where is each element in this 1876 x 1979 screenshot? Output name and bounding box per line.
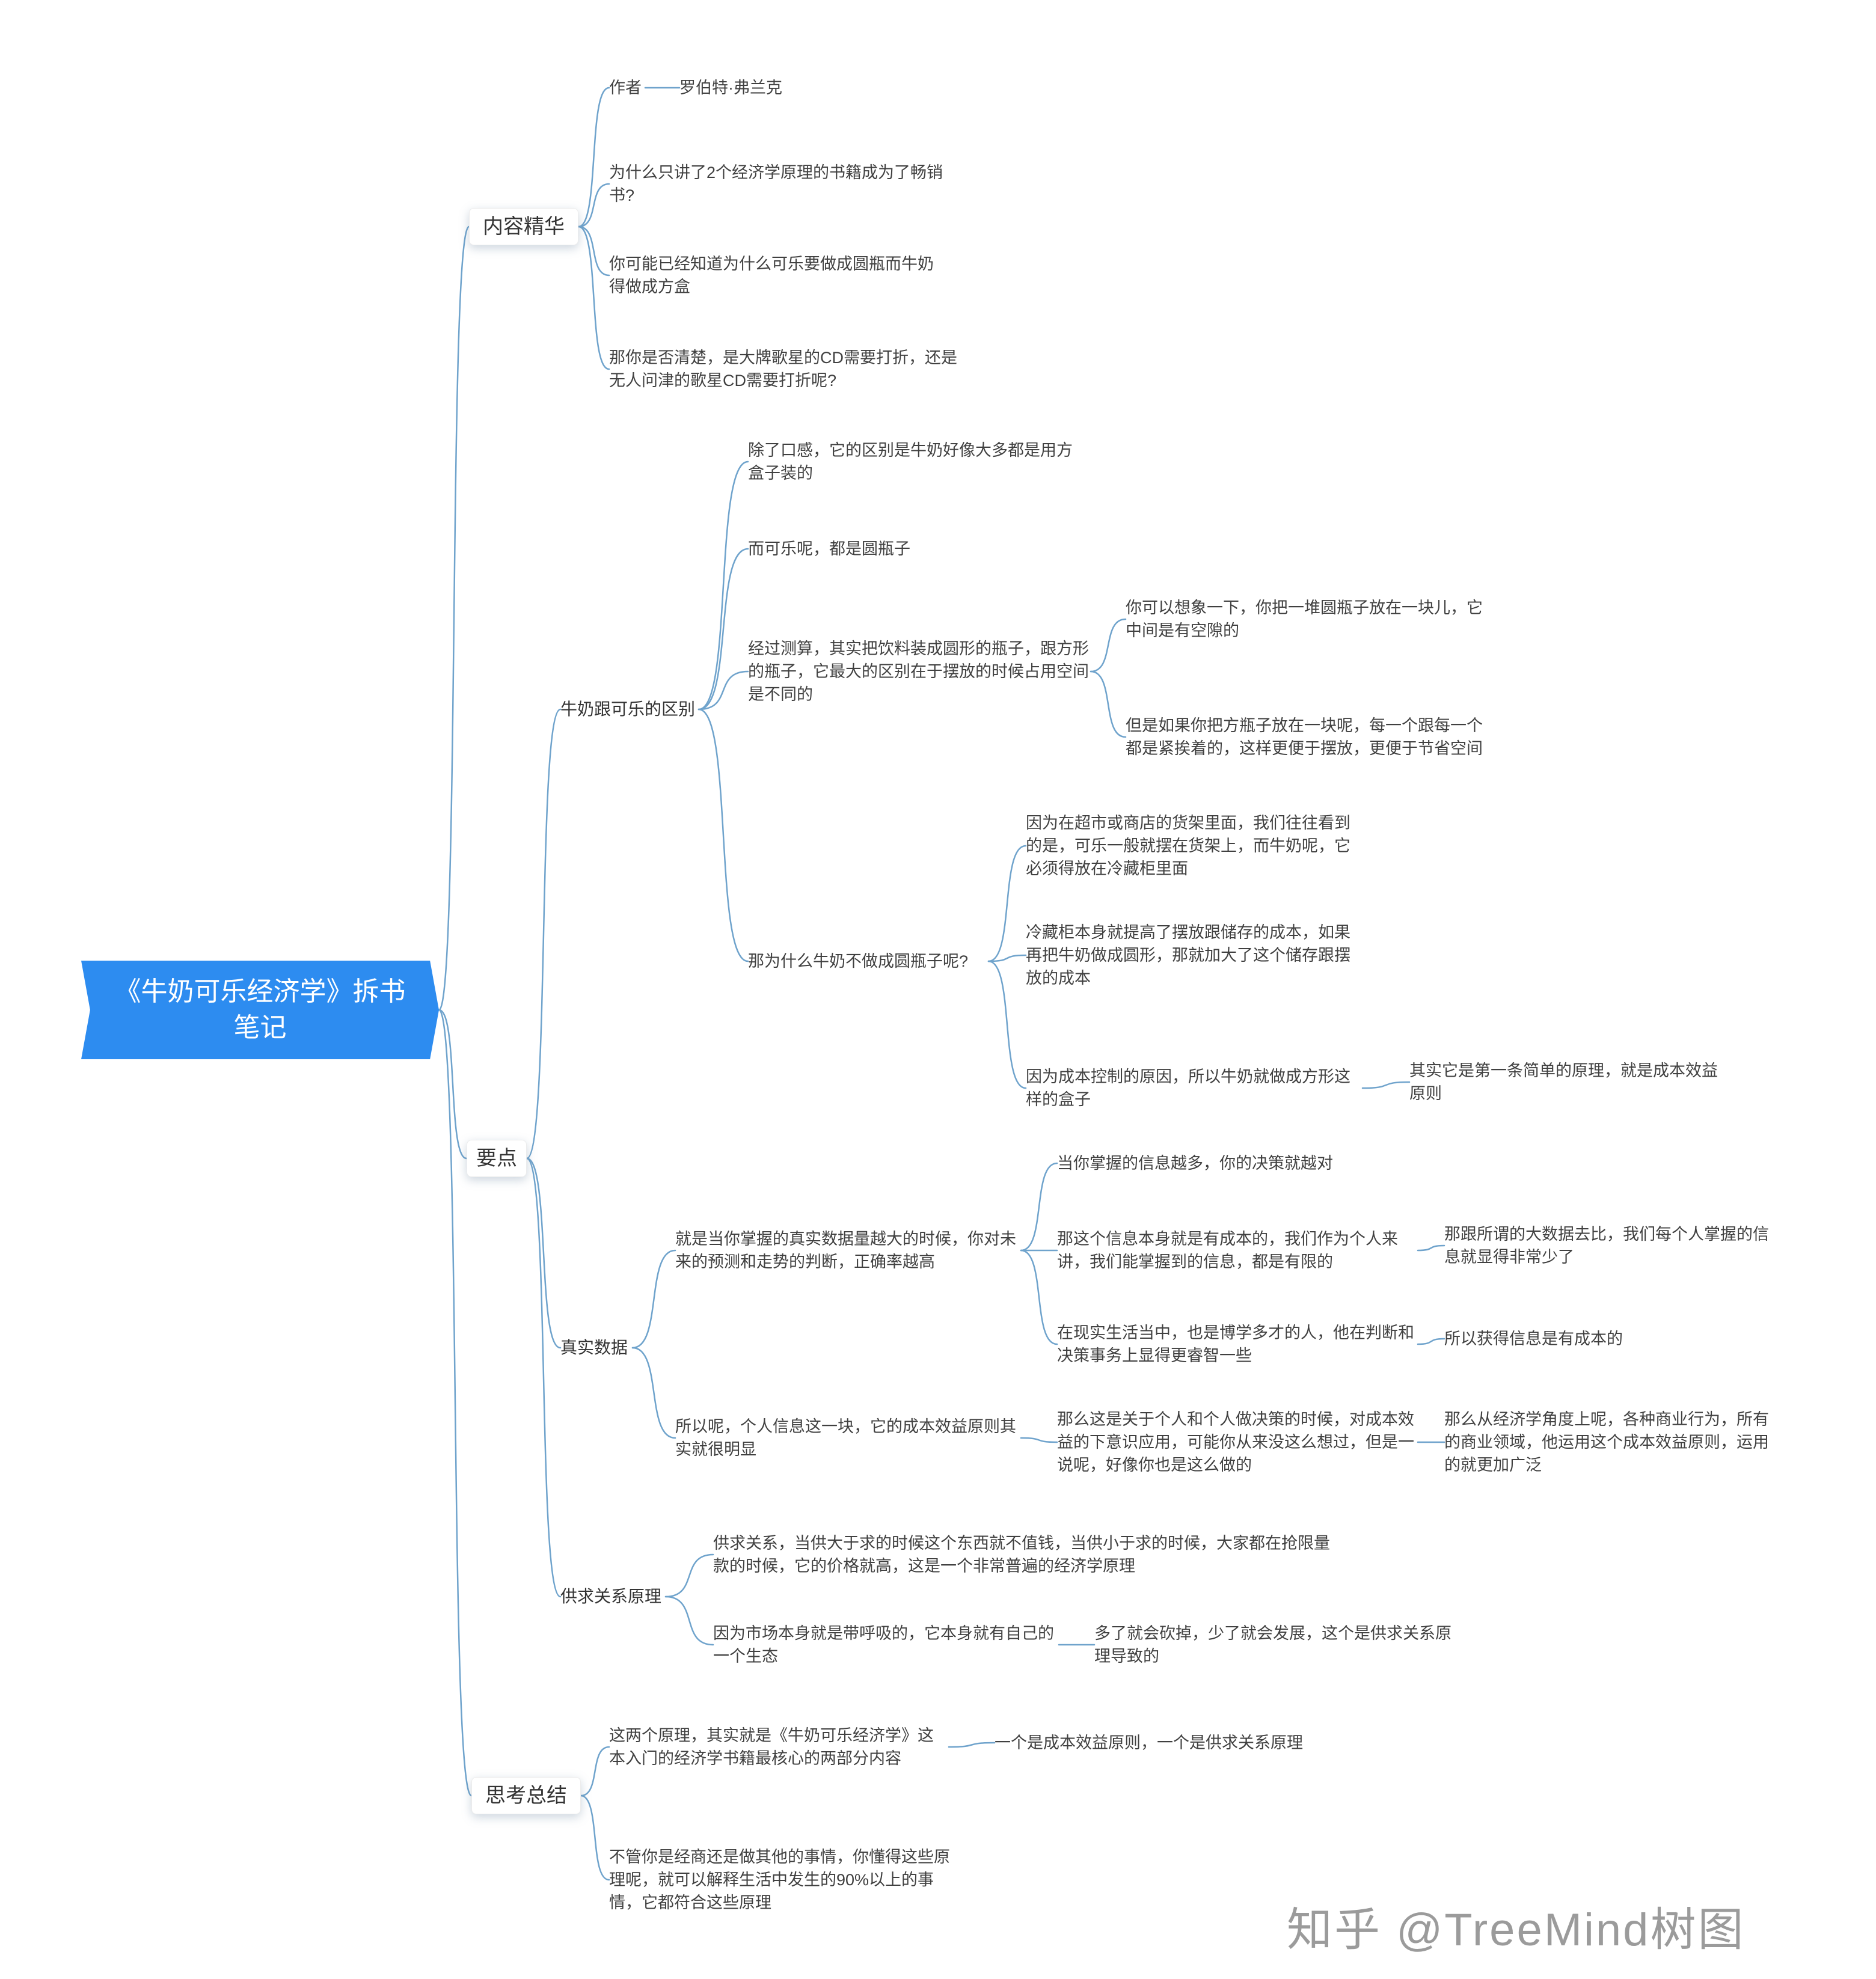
mindmap-node[interactable]: 所以呢，个人信息这一块，它的成本效益原则其实就很明显 (675, 1418, 1016, 1458)
mindmap-node[interactable]: 一个是成本效益原则，一个是供求关系原理 (995, 1734, 1303, 1752)
mindmap-node[interactable]: 供求关系，当供大于求的时候这个东西就不值钱，当供小于求的时候，大家都在抢限量款的… (713, 1534, 1330, 1575)
watermark: 知乎 @TreeMind树图 (1287, 1904, 1746, 1956)
mindmap-node[interactable]: 因为在超市或商店的货架里面，我们往往看到的是，可乐一般就摆在货架上，而牛奶呢，它… (1026, 814, 1350, 878)
mindmap-node[interactable]: 那么从经济学角度上呢，各种商业行为，所有的商业领域，他运用这个成本效益原则，运用… (1444, 1410, 1769, 1474)
branch-node-reflection-summary[interactable]: 思考总结 (471, 1777, 581, 1814)
mindmap-node[interactable]: 供求关系原理 (560, 1587, 662, 1606)
mindmap-node[interactable]: 真实数据 (560, 1338, 628, 1357)
mindmap-node[interactable]: 当你掌握的信息越多，你的决策就越对 (1057, 1154, 1333, 1172)
mindmap-node[interactable]: 那你是否清楚，是大牌歌星的CD需要打折，还是无人问津的歌星CD需要打折呢? (609, 349, 957, 390)
mindmap-node[interactable]: 作者 (609, 79, 642, 97)
mindmap-node[interactable]: 而可乐呢，都是圆瓶子 (748, 540, 910, 558)
mindmap-node[interactable]: 这两个原理，其实就是《牛奶可乐经济学》这本入门的经济学书籍最核心的两部分内容 (609, 1727, 934, 1767)
mindmap-node[interactable]: 牛奶跟可乐的区别 (560, 700, 696, 718)
branch-node-key-points[interactable]: 要点 (467, 1140, 527, 1177)
mindmap-node[interactable]: 罗伯特·弗兰克 (679, 79, 782, 97)
mindmap-node[interactable]: 因为成本控制的原因，所以牛奶就做成方形这样的盒子 (1026, 1068, 1350, 1109)
mindmap-node[interactable]: 但是如果你把方瓶子放在一块呢，每一个跟每一个都是紧挨着的，这样更便于摆放，更便于… (1126, 717, 1483, 757)
mindmap-node[interactable]: 那么这是关于个人和个人做决策的时候，对成本效益的下意识应用，可能你从来没这么想过… (1057, 1410, 1414, 1474)
mindmap-node[interactable]: 经过测算，其实把饮料装成圆形的瓶子，跟方形的瓶子，它最大的区别在于摆放的时候占用… (748, 640, 1089, 703)
mindmap-node[interactable]: 除了口感，它的区别是牛奶好像大多都是用方盒子装的 (748, 441, 1073, 482)
branch-node-content-essence[interactable]: 内容精华 (469, 208, 578, 245)
mindmap-node[interactable]: 因为市场本身就是带呼吸的，它本身就有自己的一个生态 (713, 1624, 1054, 1665)
mindmap-node[interactable]: 就是当你掌握的真实数据量越大的时候，你对未来的预测和走势的判断，正确率越高 (675, 1230, 1016, 1271)
mindmap-node[interactable]: 那这个信息本身就是有成本的，我们作为个人来讲，我们能掌握到的信息，都是有限的 (1057, 1230, 1398, 1271)
mindmap-node[interactable]: 在现实生活当中，也是博学多才的人，他在判断和决策事务上显得更睿智一些 (1057, 1324, 1414, 1365)
mindmap-node[interactable]: 为什么只讲了2个经济学原理的书籍成为了畅销书? (609, 164, 943, 204)
mindmap-node[interactable]: 你可以想象一下，你把一堆圆瓶子放在一块儿，它中间是有空隙的 (1126, 599, 1483, 640)
root-node[interactable]: 《牛奶可乐经济学》拆书笔记 (81, 961, 439, 1059)
mindmap-node[interactable]: 不管你是经商还是做其他的事情，你懂得这些原理呢，就可以解释生活中发生的90%以上… (609, 1848, 950, 1912)
mindmap-node[interactable]: 那跟所谓的大数据去比，我们每个人掌握的信息就显得非常少了 (1444, 1225, 1769, 1266)
mindmap-node[interactable]: 你可能已经知道为什么可乐要做成圆瓶而牛奶得做成方盒 (609, 255, 934, 296)
mindmap-node[interactable]: 其实它是第一条简单的原理，就是成本效益原则 (1409, 1062, 1718, 1103)
mindmap-node[interactable]: 多了就会砍掉，少了就会发展，这个是供求关系原理导致的 (1094, 1624, 1451, 1665)
mindmap-node[interactable]: 那为什么牛奶不做成圆瓶子呢? (748, 952, 969, 970)
mindmap-node[interactable]: 冷藏柜本身就提高了摆放跟储存的成本，如果再把牛奶做成圆形，那就加大了这个储存跟摆… (1026, 923, 1350, 987)
mindmap-node[interactable]: 所以获得信息是有成本的 (1444, 1330, 1623, 1348)
